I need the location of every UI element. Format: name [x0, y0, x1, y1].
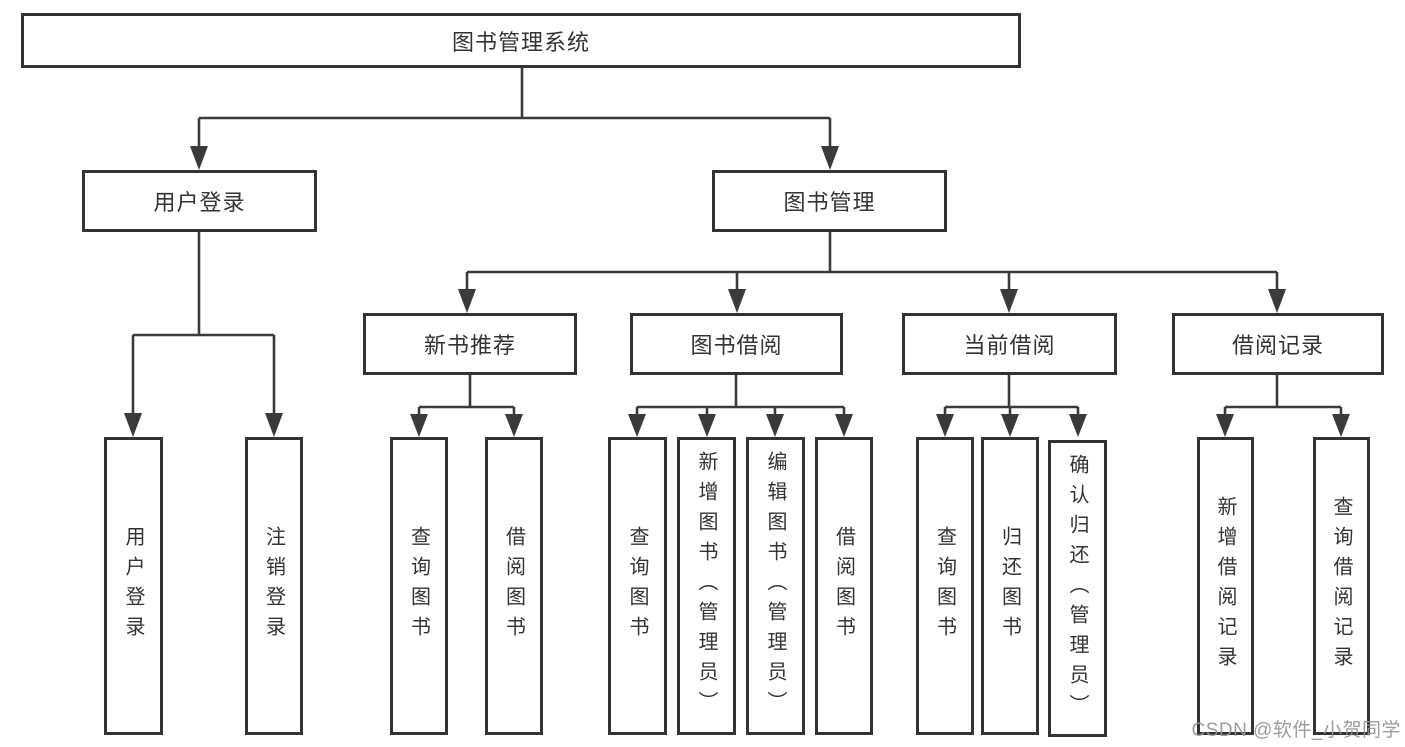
leaf-query-books-1-label: 查询图书 — [407, 526, 430, 646]
leaf-return-books: 归还图书 — [981, 437, 1039, 735]
leaf-confirm-return-admin: 确认归还（管理员） — [1048, 440, 1107, 737]
arrowhead — [124, 413, 142, 437]
leaf-query-books-3-label: 查询图书 — [933, 526, 956, 646]
node-library-system: 图书管理系统 — [21, 13, 1021, 68]
node-new-books: 新书推荐 — [363, 313, 577, 375]
arrowhead — [628, 414, 646, 437]
node-book-mgmt: 图书管理 — [712, 170, 947, 232]
leaf-borrow-books-2: 借阅图书 — [815, 437, 873, 735]
node-borrow-records: 借阅记录 — [1172, 313, 1384, 375]
connector-current-borrow — [943, 375, 1080, 416]
node-current-borrow: 当前借阅 — [902, 313, 1117, 375]
leaf-logout: 注销登录 — [245, 437, 303, 735]
arrowhead — [190, 146, 208, 170]
arrowhead — [458, 289, 476, 313]
connector-user-login — [131, 232, 276, 414]
arrowhead — [835, 414, 853, 437]
arrowhead — [1001, 414, 1019, 437]
connector-book-borrow — [635, 375, 846, 416]
leaf-query-books-1: 查询图书 — [390, 437, 448, 735]
arrowhead — [1000, 289, 1018, 313]
leaf-borrow-books-1: 借阅图书 — [485, 437, 543, 735]
arrowhead — [505, 414, 523, 437]
arrowhead — [936, 414, 954, 437]
node-user-login: 用户登录 — [82, 170, 317, 232]
leaf-add-books-admin: 新增图书（管理员） — [677, 437, 736, 735]
connector-root — [197, 68, 832, 147]
leaf-add-books-admin-label: 新增图书（管理员） — [695, 451, 717, 721]
leaf-query-borrow-record-label: 查询借阅记录 — [1330, 496, 1352, 676]
arrowhead — [728, 289, 746, 313]
connector-borrow-records — [1223, 375, 1343, 416]
leaf-user-login-label: 用户登录 — [122, 526, 144, 646]
leaf-logout-label: 注销登录 — [262, 526, 285, 646]
leaf-query-borrow-record: 查询借阅记录 — [1313, 437, 1370, 735]
arrowhead — [698, 414, 716, 437]
connector-book-mgmt — [465, 232, 1279, 290]
connector-new-books — [417, 375, 516, 416]
leaf-query-books-2: 查询图书 — [608, 437, 667, 735]
leaf-add-borrow-record: 新增借阅记录 — [1197, 437, 1254, 735]
leaf-confirm-return-admin-label: 确认归还（管理员） — [1066, 453, 1088, 724]
arrowhead — [410, 414, 428, 437]
leaf-user-login: 用户登录 — [104, 437, 163, 735]
arrowhead — [1332, 414, 1350, 437]
arrowhead — [766, 414, 784, 437]
leaf-edit-books-admin: 编辑图书（管理员） — [746, 437, 805, 735]
arrowhead — [821, 146, 839, 170]
leaf-query-books-3: 查询图书 — [916, 437, 974, 735]
node-book-borrow: 图书借阅 — [630, 313, 843, 375]
arrowhead — [1268, 289, 1286, 313]
leaf-query-books-2-label: 查询图书 — [626, 526, 648, 646]
arrowhead — [265, 413, 283, 437]
leaf-edit-books-admin-label: 编辑图书（管理员） — [764, 451, 786, 721]
leaf-borrow-books-2-label: 借阅图书 — [832, 526, 855, 646]
csdn-watermark: CSDN @软件_小贺同学 — [1191, 720, 1401, 741]
arrowhead — [1216, 414, 1234, 437]
leaf-add-borrow-record-label: 新增借阅记录 — [1214, 496, 1236, 676]
leaf-borrow-books-1-label: 借阅图书 — [502, 526, 525, 646]
arrowhead — [1069, 414, 1087, 437]
leaf-return-books-label: 归还图书 — [998, 526, 1021, 646]
